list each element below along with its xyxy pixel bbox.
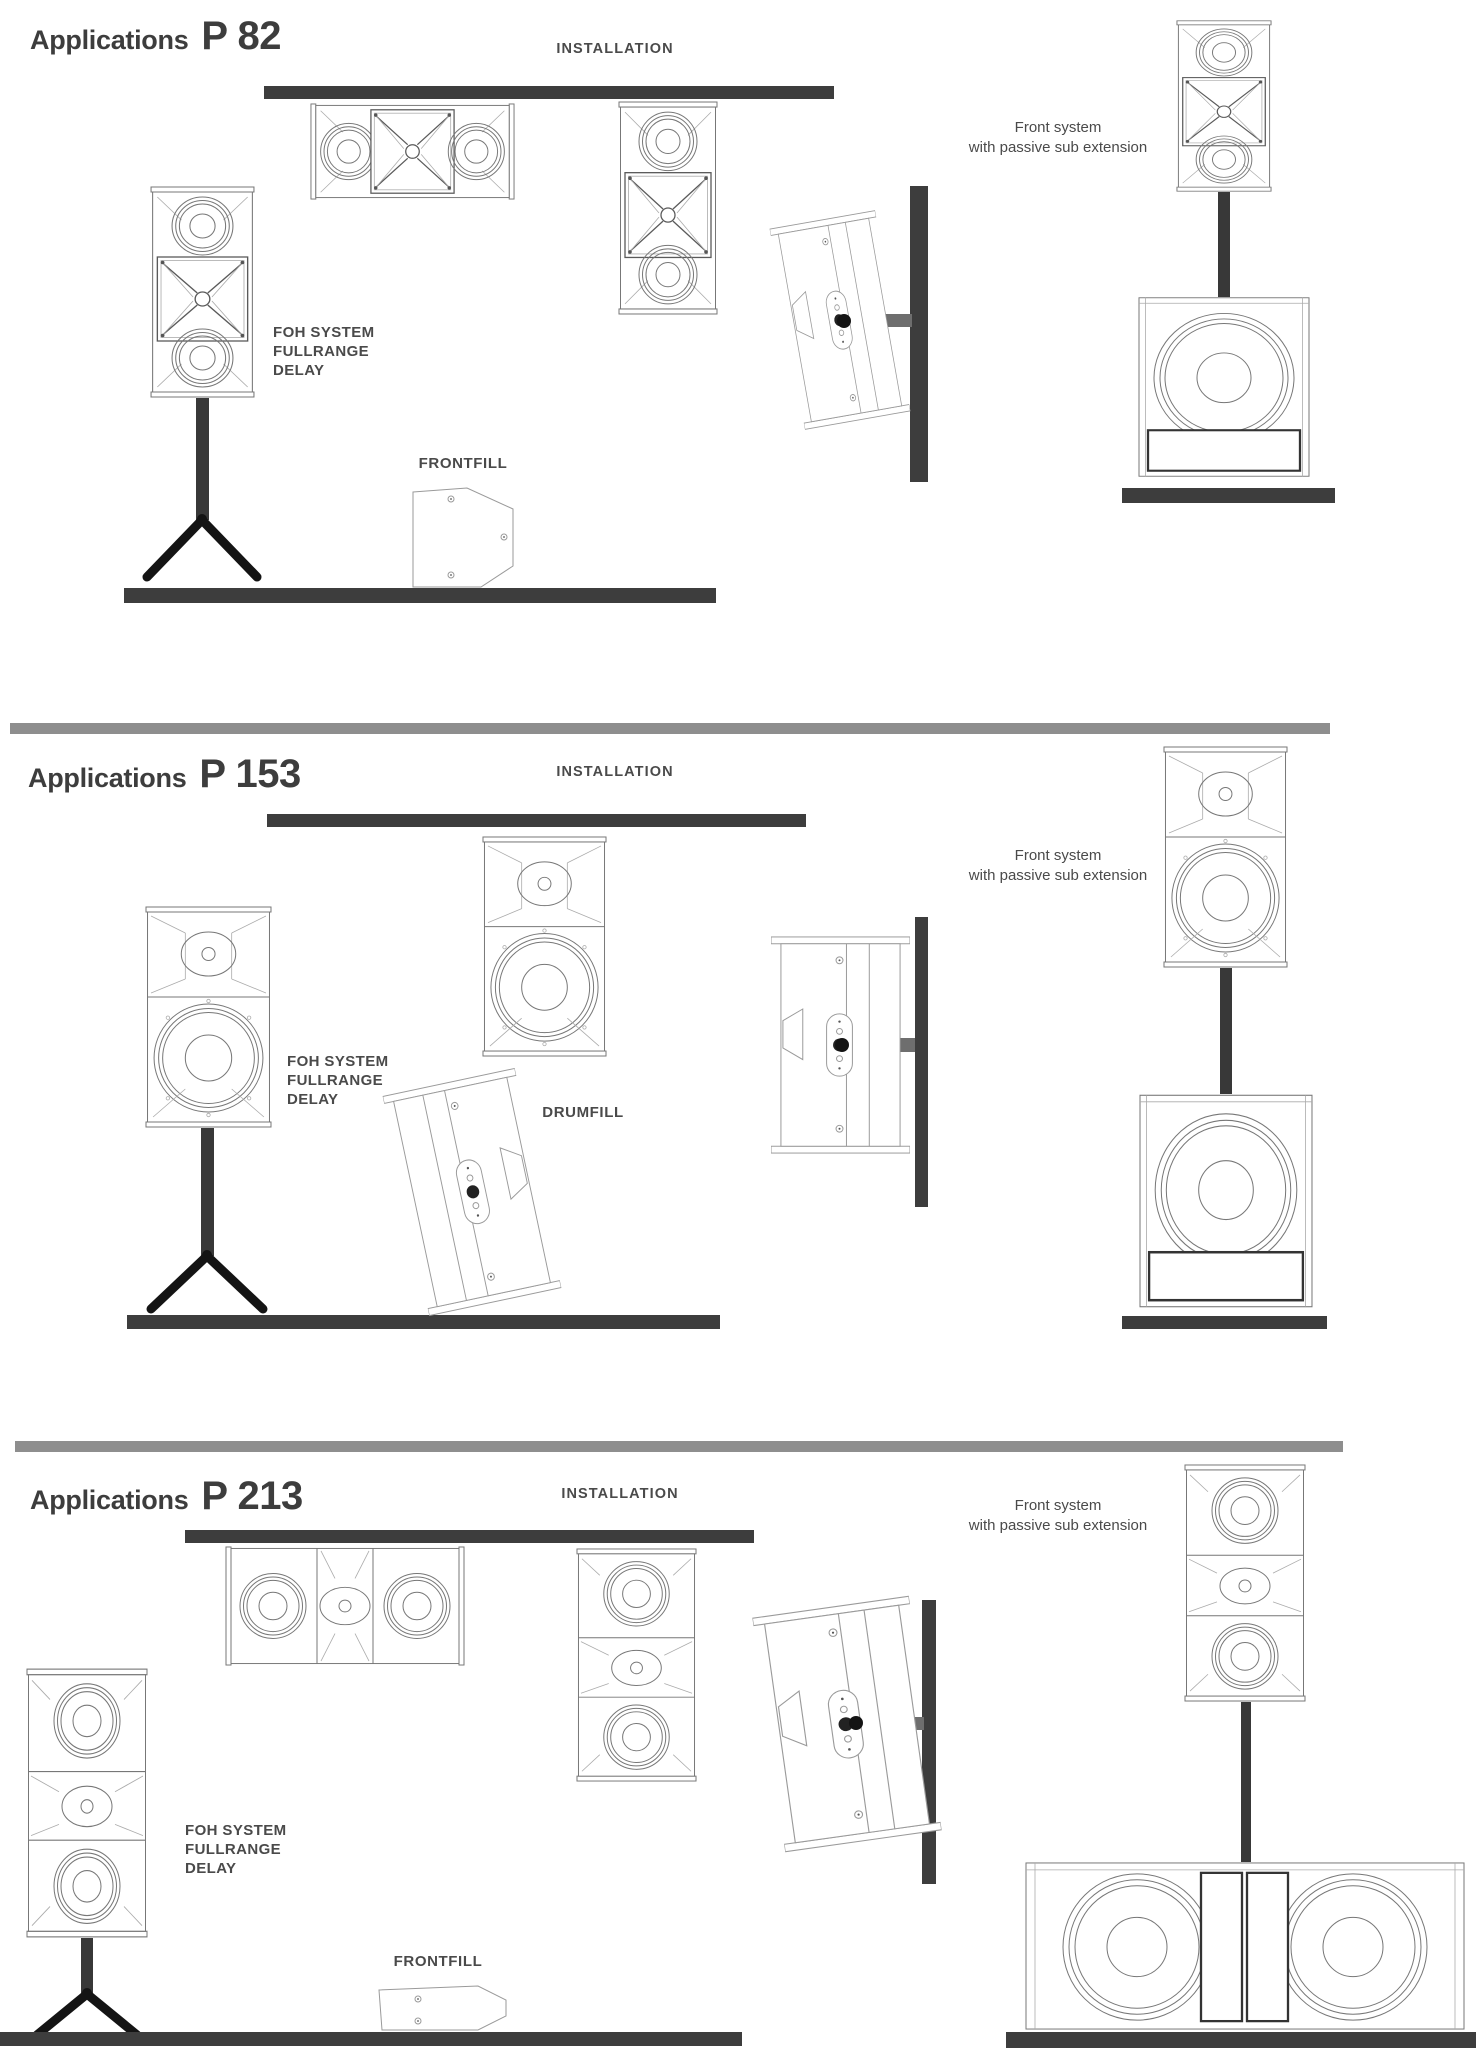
sub-pole [1220,968,1232,1094]
installation-label: INSTALLATION [561,1486,679,1502]
truss-bar [264,86,834,99]
title-word: Applications [30,1485,189,1515]
section-p153-drawing [10,723,1330,1329]
section-divider [10,723,1330,734]
mount-pivot [849,1716,863,1730]
speaker-p213-foh-stand [26,1668,148,1938]
subwoofer-18 [1139,1094,1313,1308]
foh-line: FULLRANGE [287,1072,384,1089]
wall-bar [910,186,928,482]
speaker-p82-landscape-flown [310,103,515,200]
frontfill-wedge [378,1985,507,2031]
front-system-line: Front system [1014,1497,1102,1514]
stand-pole [196,398,209,520]
stage-floor-bar [124,588,716,603]
truss-bar [185,1530,754,1543]
foh-system-label: FOH SYSTEM FULLRANGE DELAY [273,323,375,380]
speaker-p213-front-system [1184,1464,1306,1702]
foh-system-label: FOH SYSTEM FULLRANGE DELAY [185,1821,287,1878]
front-system-line: Front system [1014,119,1102,136]
tripod-legs [32,1989,142,2040]
foh-line: DELAY [273,362,325,379]
front-system-line: with passive sub extension [968,138,1148,156]
page-title-p153: Applications P 153 [28,752,301,797]
wall-bar [922,1600,936,1884]
speaker-p213-wall-mounted [752,1595,942,1853]
floor-bar [1122,1316,1327,1329]
page-title-p213: Applications P 213 [30,1474,303,1519]
foh-line: FULLRANGE [185,1841,282,1858]
floor-bar [1122,488,1335,503]
speaker-p213-flown [576,1548,697,1782]
speaker-p82-front-system [1176,20,1272,192]
foh-line: DELAY [287,1091,339,1108]
foh-system-label: FOH SYSTEM FULLRANGE DELAY [287,1052,389,1109]
sub-pole [1218,192,1230,297]
front-system-line: with passive sub extension [968,1516,1148,1534]
truss-bar [267,814,806,827]
foh-line: FOH SYSTEM [273,324,375,341]
foh-line: DELAY [185,1860,237,1877]
title-model: P 153 [199,752,301,796]
stage-floor-bar [0,2032,742,2046]
tripod-legs [142,515,262,582]
speaker-p82-flown [618,101,718,315]
title-word: Applications [30,25,189,55]
front-system-line: Front system [1014,847,1102,864]
subwoofer-double-18 [1025,1861,1465,2031]
frontfill-wedge [412,487,514,588]
mount-pivot [837,314,851,328]
installation-label: INSTALLATION [556,764,674,780]
tripod-legs [146,1251,268,1314]
title-word: Applications [28,763,187,793]
sub-pole [1241,1702,1251,1862]
front-system-line: with passive sub extension [968,866,1148,884]
foh-line: FOH SYSTEM [287,1053,389,1070]
frontfill-label: FRONTFILL [418,455,508,472]
floor-bar [1006,2032,1476,2048]
page-title-p82: Applications P 82 [30,14,281,59]
speaker-p82-foh-stand [150,186,255,398]
section-p213-drawing [0,1441,1476,2048]
frontfill-label: FRONTFILL [393,1953,483,1970]
section-p82-drawing [124,20,1335,603]
stand-pole [81,1938,93,1994]
drumfill-label: DRUMFILL [542,1104,624,1121]
stand-pole [201,1128,214,1256]
title-model: P 82 [201,14,281,58]
wall-bar [915,917,928,1207]
foh-line: FOH SYSTEM [185,1822,287,1839]
subwoofer-18 [1138,296,1310,478]
foh-line: FULLRANGE [273,343,370,360]
speaker-p153-foh-stand [145,906,272,1128]
title-model: P 213 [201,1474,303,1518]
speaker-p213-landscape-flown [225,1546,465,1666]
mount-pivot [835,1038,849,1052]
stage-floor-bar [127,1315,720,1329]
speaker-p153-flown [482,836,607,1057]
section-divider [15,1441,1343,1452]
installation-label: INSTALLATION [556,41,674,57]
front-system-label: Front system with passive sub extension [928,118,1188,157]
front-system-label: Front system with passive sub extension [928,1496,1188,1535]
front-system-label: Front system with passive sub extension [928,846,1188,885]
